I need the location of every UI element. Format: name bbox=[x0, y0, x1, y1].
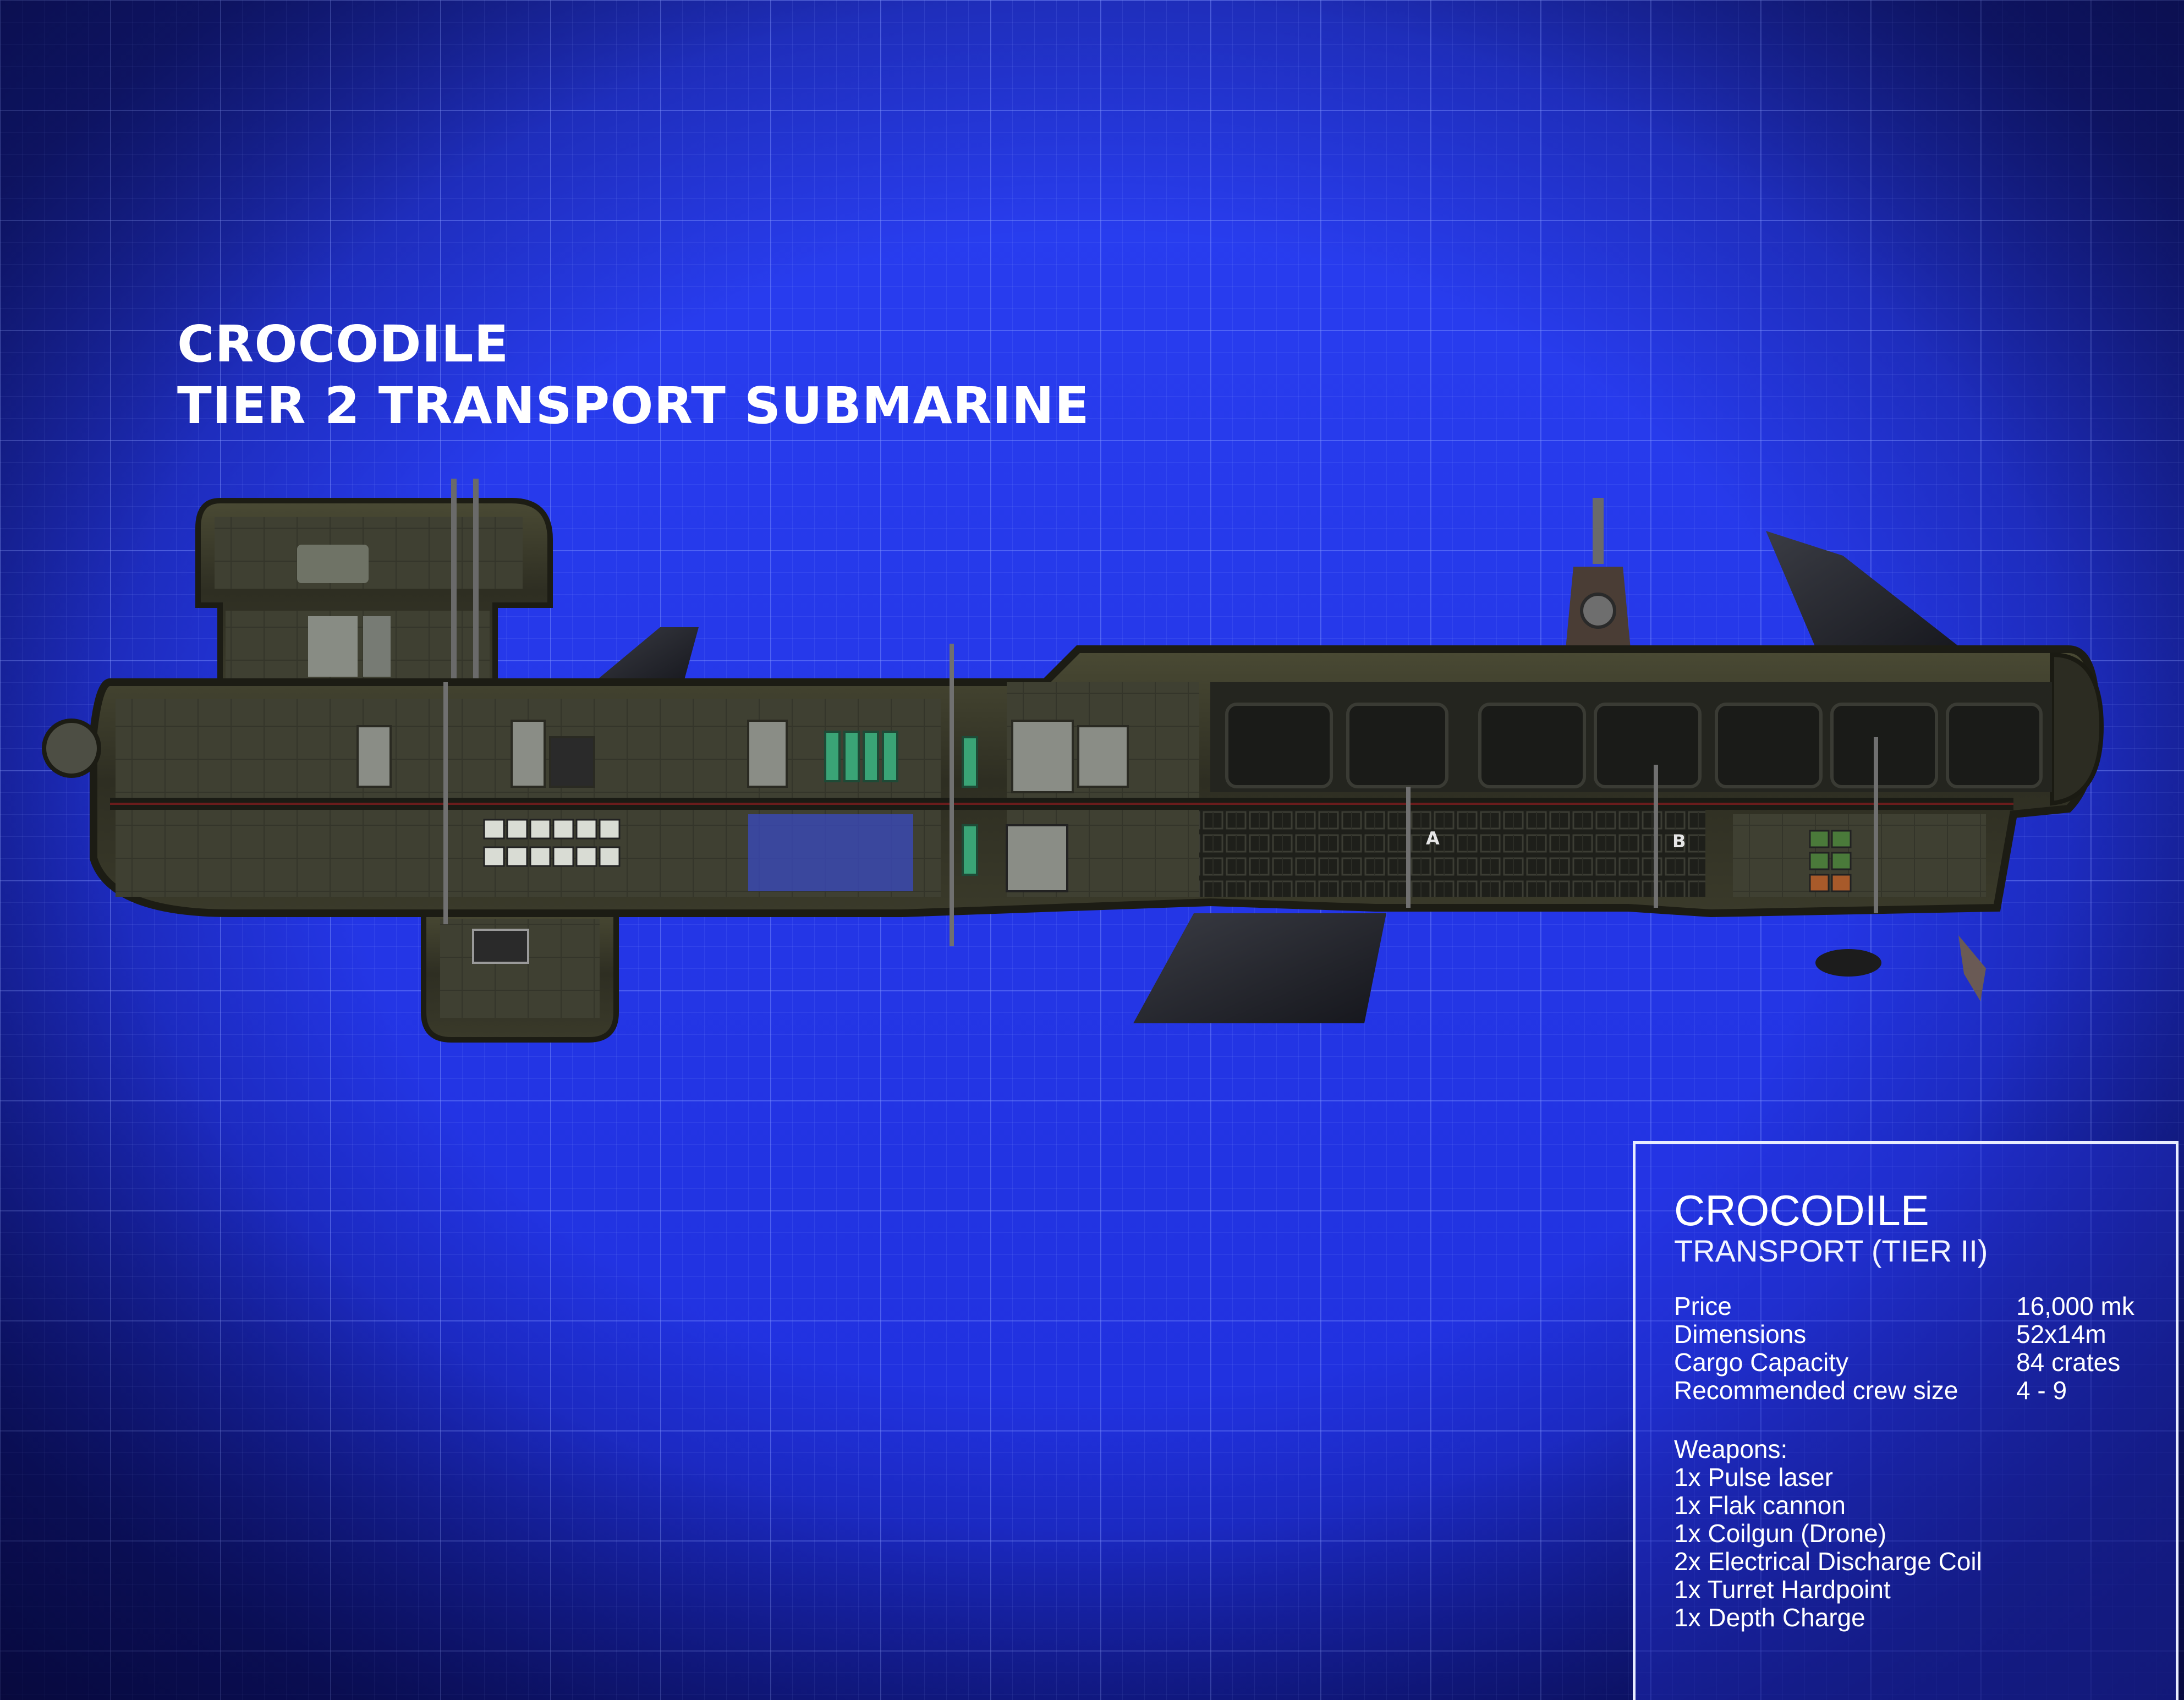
stat-value: 4 - 9 bbox=[2016, 1376, 2067, 1405]
stat-row-dimensions: Dimensions 52x14m bbox=[1674, 1320, 2169, 1348]
weapons-list: Weapons: 1x Pulse laser 1x Flak cannon 1… bbox=[1674, 1435, 1982, 1632]
spec-class: TRANSPORT (TIER II) bbox=[1674, 1233, 1988, 1268]
weapon-item: 1x Coilgun (Drone) bbox=[1674, 1519, 1887, 1548]
weapon-item: 1x Turret Hardpoint bbox=[1674, 1575, 1891, 1604]
weapon-item: 1x Pulse laser bbox=[1674, 1463, 1833, 1491]
control-room bbox=[748, 814, 913, 891]
room-label-a: A bbox=[1426, 828, 1440, 849]
weapons-heading: Weapons: bbox=[1674, 1435, 1788, 1463]
weapon-item: 1x Depth Charge bbox=[1674, 1603, 1865, 1632]
stat-value: 52x14m bbox=[2016, 1320, 2106, 1348]
stat-row-crew: Recommended crew size 4 - 9 bbox=[1674, 1377, 2169, 1405]
stat-label: Cargo Capacity bbox=[1674, 1348, 1849, 1377]
spec-panel: CROCODILE TRANSPORT (TIER II) Price 16,0… bbox=[1633, 1141, 2178, 1700]
stat-label: Price bbox=[1674, 1292, 1732, 1320]
title-line-class: TIER 2 TRANSPORT SUBMARINE bbox=[177, 376, 1090, 435]
periscope bbox=[1593, 498, 1604, 564]
top-fin bbox=[594, 627, 699, 688]
stat-label: Dimensions bbox=[1674, 1320, 1807, 1348]
cargo-hold-b bbox=[1485, 809, 1705, 897]
stat-value: 84 crates bbox=[2016, 1348, 2121, 1377]
tail-fin-top bbox=[1766, 531, 1969, 660]
weapon-item: 1x Flak cannon bbox=[1674, 1491, 1846, 1520]
room-label-b: B bbox=[1672, 831, 1686, 852]
title-line-name: CROCODILE bbox=[177, 315, 509, 374]
aft-room bbox=[1733, 814, 1986, 897]
stat-row-price: Price 16,000 mk bbox=[1674, 1292, 2169, 1320]
bottom-fin bbox=[1133, 913, 1386, 1023]
stat-label: Recommended crew size bbox=[1674, 1376, 1958, 1405]
page-title: CROCODILE TIER 2 TRANSPORT SUBMARINE bbox=[177, 314, 1090, 437]
stat-value: 16,000 mk bbox=[2016, 1292, 2134, 1320]
spec-stats: Price 16,000 mk Dimensions 52x14m Cargo … bbox=[1674, 1292, 2169, 1405]
stat-row-cargo: Cargo Capacity 84 crates bbox=[1674, 1348, 2169, 1377]
spec-name: CROCODILE bbox=[1674, 1186, 1929, 1235]
weapon-item: 2x Electrical Discharge Coil bbox=[1674, 1547, 1982, 1576]
